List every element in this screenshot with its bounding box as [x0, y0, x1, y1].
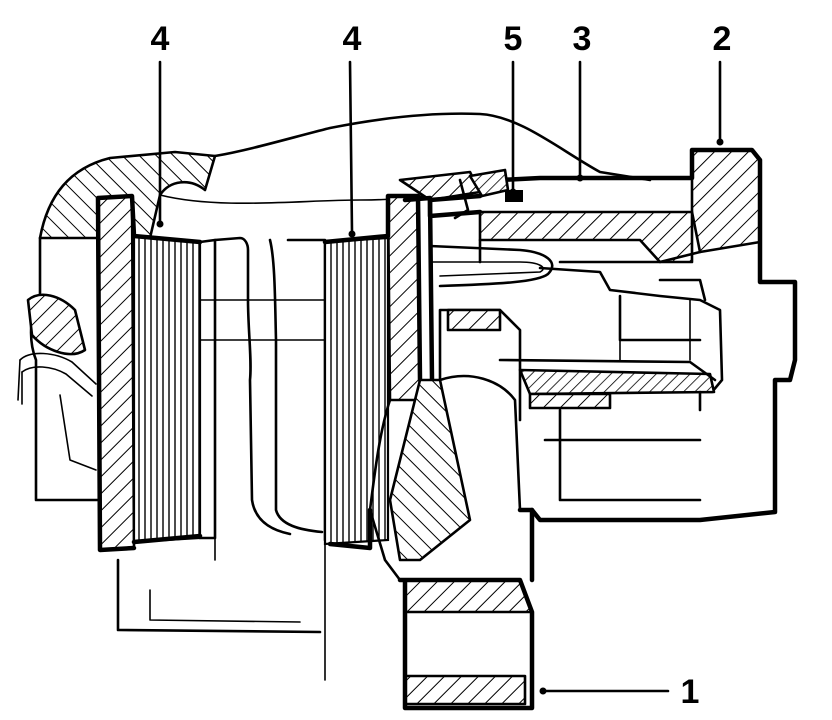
rotor-pack-right: [322, 193, 435, 551]
callout-label-1: 1: [681, 673, 700, 711]
callout-label-4-left: 4: [151, 20, 170, 58]
housing-right: [427, 147, 798, 523]
callout-label-5: 5: [504, 20, 523, 58]
callout-labels: 4 4 5 3 2 1: [151, 20, 732, 711]
callout-label-4-right: 4: [343, 20, 362, 58]
callout-leaders: [156, 60, 724, 695]
shaft: [198, 236, 327, 681]
mount-flange: [397, 507, 535, 711]
callout-label-3: 3: [573, 20, 592, 58]
callout-label-2: 2: [713, 20, 732, 58]
rotor-pack-left: [95, 193, 203, 553]
housing-top-outline: [159, 112, 652, 205]
internal-mechanism: [428, 238, 724, 502]
hub-casting: [368, 308, 522, 582]
